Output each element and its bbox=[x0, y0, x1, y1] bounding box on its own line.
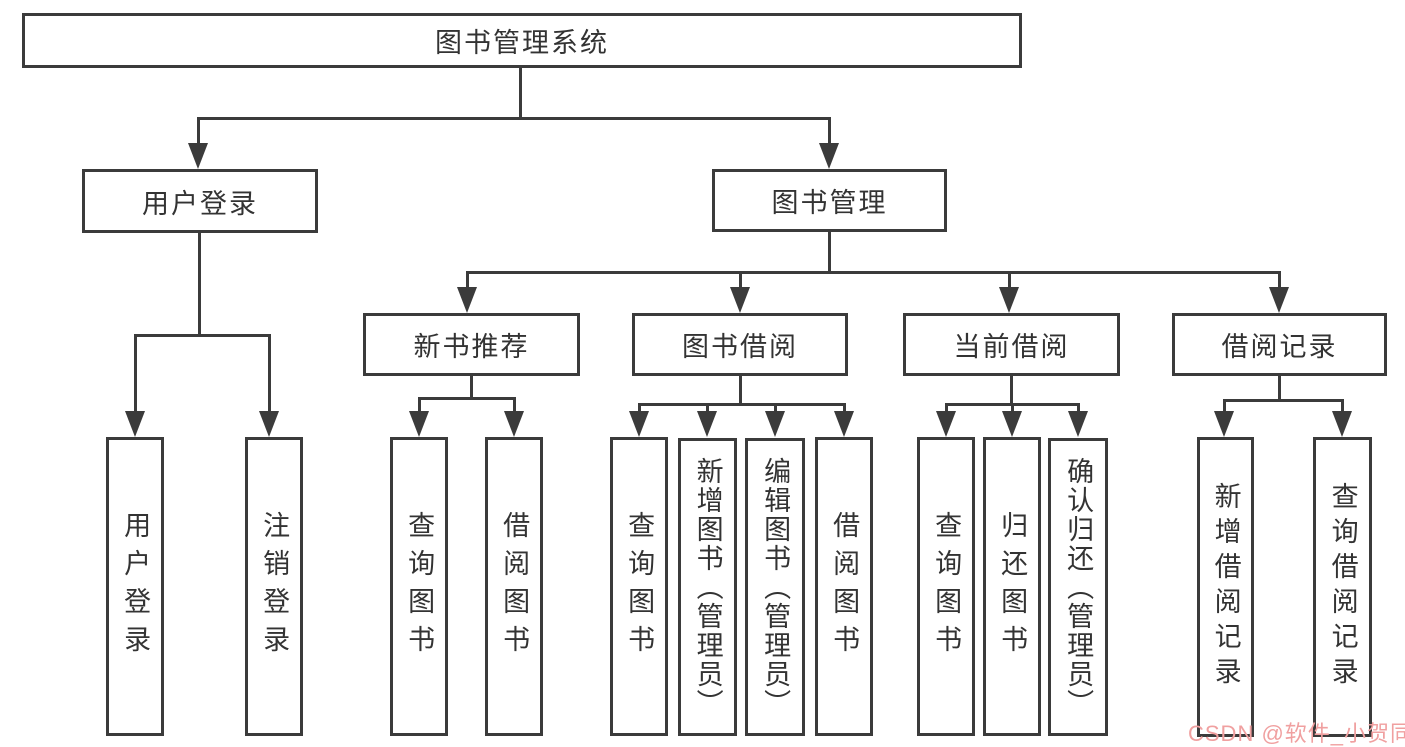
connector-line bbox=[739, 376, 742, 406]
connector-line bbox=[1008, 271, 1011, 289]
leaf-label: 编辑图书（管理员） bbox=[760, 456, 791, 718]
arrowhead-icon bbox=[125, 411, 145, 437]
leaf-query-books-3: 查询图书 bbox=[917, 437, 975, 736]
leaf-return-books: 归还图书 bbox=[983, 437, 1041, 736]
connector-line bbox=[197, 117, 200, 147]
leaf-user-login: 用户登录 bbox=[106, 437, 164, 736]
leaf-label: 借阅图书 bbox=[829, 510, 860, 663]
connector-line bbox=[466, 271, 469, 289]
leaf-label: 确认归还（管理员） bbox=[1063, 456, 1094, 718]
leaf-query-borrow-record: 查询借阅记录 bbox=[1313, 437, 1372, 737]
connector-line bbox=[1223, 399, 1226, 412]
node-borrow-records: 借阅记录 bbox=[1172, 313, 1387, 376]
arrowhead-icon bbox=[1332, 411, 1352, 437]
connector-line bbox=[843, 403, 846, 412]
connector-line bbox=[1341, 399, 1344, 412]
connector-line bbox=[513, 397, 516, 412]
arrowhead-icon bbox=[1214, 411, 1234, 437]
leaf-label: 查询图书 bbox=[404, 510, 435, 663]
leaf-query-books-2: 查询图书 bbox=[610, 437, 668, 736]
connector-line bbox=[1278, 271, 1281, 289]
connector-line bbox=[706, 403, 709, 412]
leaf-query-books-1: 查询图书 bbox=[390, 437, 448, 736]
leaf-borrow-books-2: 借阅图书 bbox=[815, 437, 873, 736]
csdn-watermark: CSDN @软件_小贺同学 bbox=[1188, 721, 1405, 746]
arrowhead-icon bbox=[457, 287, 477, 313]
arrowhead-icon bbox=[188, 143, 208, 169]
node-current-borrow: 当前借阅 bbox=[903, 313, 1120, 376]
node-root: 图书管理系统 bbox=[22, 13, 1022, 68]
connector-line bbox=[1077, 403, 1080, 412]
arrowhead-icon bbox=[1068, 411, 1088, 437]
leaf-add-books-admin: 新增图书（管理员） bbox=[678, 438, 737, 736]
arrowhead-icon bbox=[697, 411, 717, 437]
connector-line bbox=[739, 271, 742, 289]
leaf-label: 借阅图书 bbox=[499, 510, 530, 663]
leaf-label: 归还图书 bbox=[997, 510, 1028, 663]
leaf-label: 新增图书（管理员） bbox=[692, 456, 723, 718]
node-book-borrow: 图书借阅 bbox=[632, 313, 848, 376]
node-new-book-recommend: 新书推荐 bbox=[363, 313, 580, 376]
connector-line bbox=[945, 403, 948, 412]
connector-line bbox=[1278, 376, 1281, 402]
arrowhead-icon bbox=[1269, 287, 1289, 313]
leaf-label: 注销登录 bbox=[259, 510, 290, 663]
connector-line bbox=[1223, 399, 1343, 402]
arrowhead-icon bbox=[765, 411, 785, 437]
arrowhead-icon bbox=[259, 411, 279, 437]
arrowhead-icon bbox=[730, 287, 750, 313]
connector-line bbox=[638, 403, 846, 406]
leaf-edit-books-admin: 编辑图书（管理员） bbox=[745, 438, 805, 736]
arrowhead-icon bbox=[936, 411, 956, 437]
arrowhead-icon bbox=[834, 411, 854, 437]
connector-line bbox=[197, 117, 831, 120]
leaf-label: 查询图书 bbox=[624, 510, 655, 663]
leaf-confirm-return-admin: 确认归还（管理员） bbox=[1048, 438, 1108, 736]
arrowhead-icon bbox=[999, 287, 1019, 313]
leaf-borrow-books-1: 借阅图书 bbox=[485, 437, 543, 736]
connector-line bbox=[638, 403, 641, 412]
connector-line bbox=[418, 397, 421, 412]
connector-line bbox=[1011, 403, 1014, 412]
arrowhead-icon bbox=[1002, 411, 1022, 437]
arrowhead-icon bbox=[819, 143, 839, 169]
connector-line bbox=[828, 117, 831, 147]
leaf-label: 查询借阅记录 bbox=[1327, 482, 1358, 692]
connector-line bbox=[828, 232, 831, 274]
connector-line bbox=[519, 68, 522, 120]
connector-line bbox=[466, 271, 1281, 274]
arrowhead-icon bbox=[409, 411, 429, 437]
connector-line bbox=[134, 334, 271, 337]
arrowhead-icon bbox=[629, 411, 649, 437]
connector-line bbox=[268, 334, 271, 412]
connector-line bbox=[198, 233, 201, 337]
leaf-add-borrow-record: 新增借阅记录 bbox=[1197, 437, 1254, 737]
connector-line bbox=[1010, 375, 1013, 406]
node-book-management: 图书管理 bbox=[712, 169, 947, 232]
connector-line bbox=[418, 397, 516, 400]
connector-line bbox=[134, 334, 137, 412]
node-user-login: 用户登录 bbox=[82, 169, 318, 233]
leaf-label: 查询图书 bbox=[931, 510, 962, 663]
leaf-label: 用户登录 bbox=[120, 510, 151, 663]
connector-line bbox=[470, 376, 473, 400]
arrowhead-icon bbox=[504, 411, 524, 437]
leaf-label: 新增借阅记录 bbox=[1210, 482, 1241, 692]
leaf-logout: 注销登录 bbox=[245, 437, 303, 736]
connector-line bbox=[774, 403, 777, 412]
